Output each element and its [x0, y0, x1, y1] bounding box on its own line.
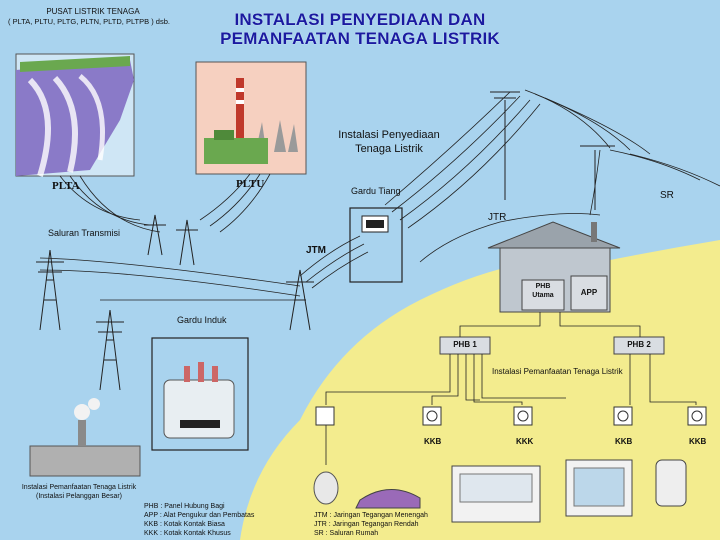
page-title-line1: INSTALASI PENYEDIAAN DAN [234, 10, 486, 29]
legend-left-item: KKB : Kotak Kontak Biasa [144, 521, 225, 528]
pltu-picture [195, 61, 307, 175]
legend-right-item: JTM : Jaringan Tegangan Menengah [314, 512, 428, 519]
plta-picture [15, 53, 135, 177]
pltu-label: PLTU [236, 178, 265, 190]
factory [29, 398, 141, 477]
page-title-line2: PEMANFAATAN TENAGA LISTRIK [220, 29, 500, 48]
pelanggan-label-line1: Instalasi Pemanfaatan Tenaga Listrik [21, 484, 137, 491]
power-plant-subheading: ( PLTA, PLTU, PLTG, PLTN, PLTD, PLTPB ) … [8, 17, 170, 26]
distribution-panels [439, 336, 665, 355]
instalasi-pemanfaatan-label: Instalasi Pemanfaatan Tenaga Listrik [492, 367, 623, 376]
transmission-lines [39, 89, 720, 301]
phb-utama-label-line2: Utama [532, 292, 554, 299]
gardu-tiang-box [349, 207, 403, 283]
instalasi-penyediaan-line1: Instalasi Penyediaan [338, 129, 440, 141]
legend-left-item: PHB : Panel Hubung Bagi [144, 503, 225, 510]
phb2-label: PHB 2 [627, 340, 651, 349]
legend-left-item: KKK : Kotak Kontak Khusus [144, 530, 231, 537]
gardu-induk-box [151, 337, 249, 451]
appliances [313, 459, 687, 523]
gardu-tiang-label: Gardu Tiang [351, 186, 401, 196]
pelanggan-label-line2: (Instalasi Pelanggan Besar) [36, 493, 122, 500]
power-plant-heading: PUSAT LISTRIK TENAGA [46, 7, 140, 16]
instalasi-penyediaan-line2: Tenaga Listrik [355, 143, 423, 155]
app-label: APP [580, 288, 598, 297]
legend-left-item: APP : Alat Pengukur dan Pembatas [144, 512, 255, 519]
phb-utama-label-line1: PHB [535, 283, 551, 290]
gardu-induk-label: Gardu Induk [177, 315, 227, 325]
outlets [315, 406, 707, 426]
plta-label: PLTA [52, 180, 80, 192]
panel-wiring [325, 312, 697, 465]
sr-label: SR [660, 190, 674, 201]
phb1-label: PHB 1 [453, 340, 477, 349]
transmission-towers [36, 91, 615, 391]
legend-right-item: SR : Saluran Rumah [314, 530, 379, 537]
jtr-label: JTR [488, 212, 507, 223]
house [487, 221, 621, 313]
legend-right-item: JTR : Jaringan Tegangan Rendah [314, 521, 419, 528]
jtm-label: JTM [306, 245, 326, 256]
kkb-label-1: KKB [424, 437, 442, 446]
saluran-transmisi-label: Saluran Transmisi [48, 228, 121, 238]
kkb-label-3: KKB [689, 437, 707, 446]
kkk-label: KKK [516, 437, 534, 446]
kkb-label-2: KKB [615, 437, 633, 446]
